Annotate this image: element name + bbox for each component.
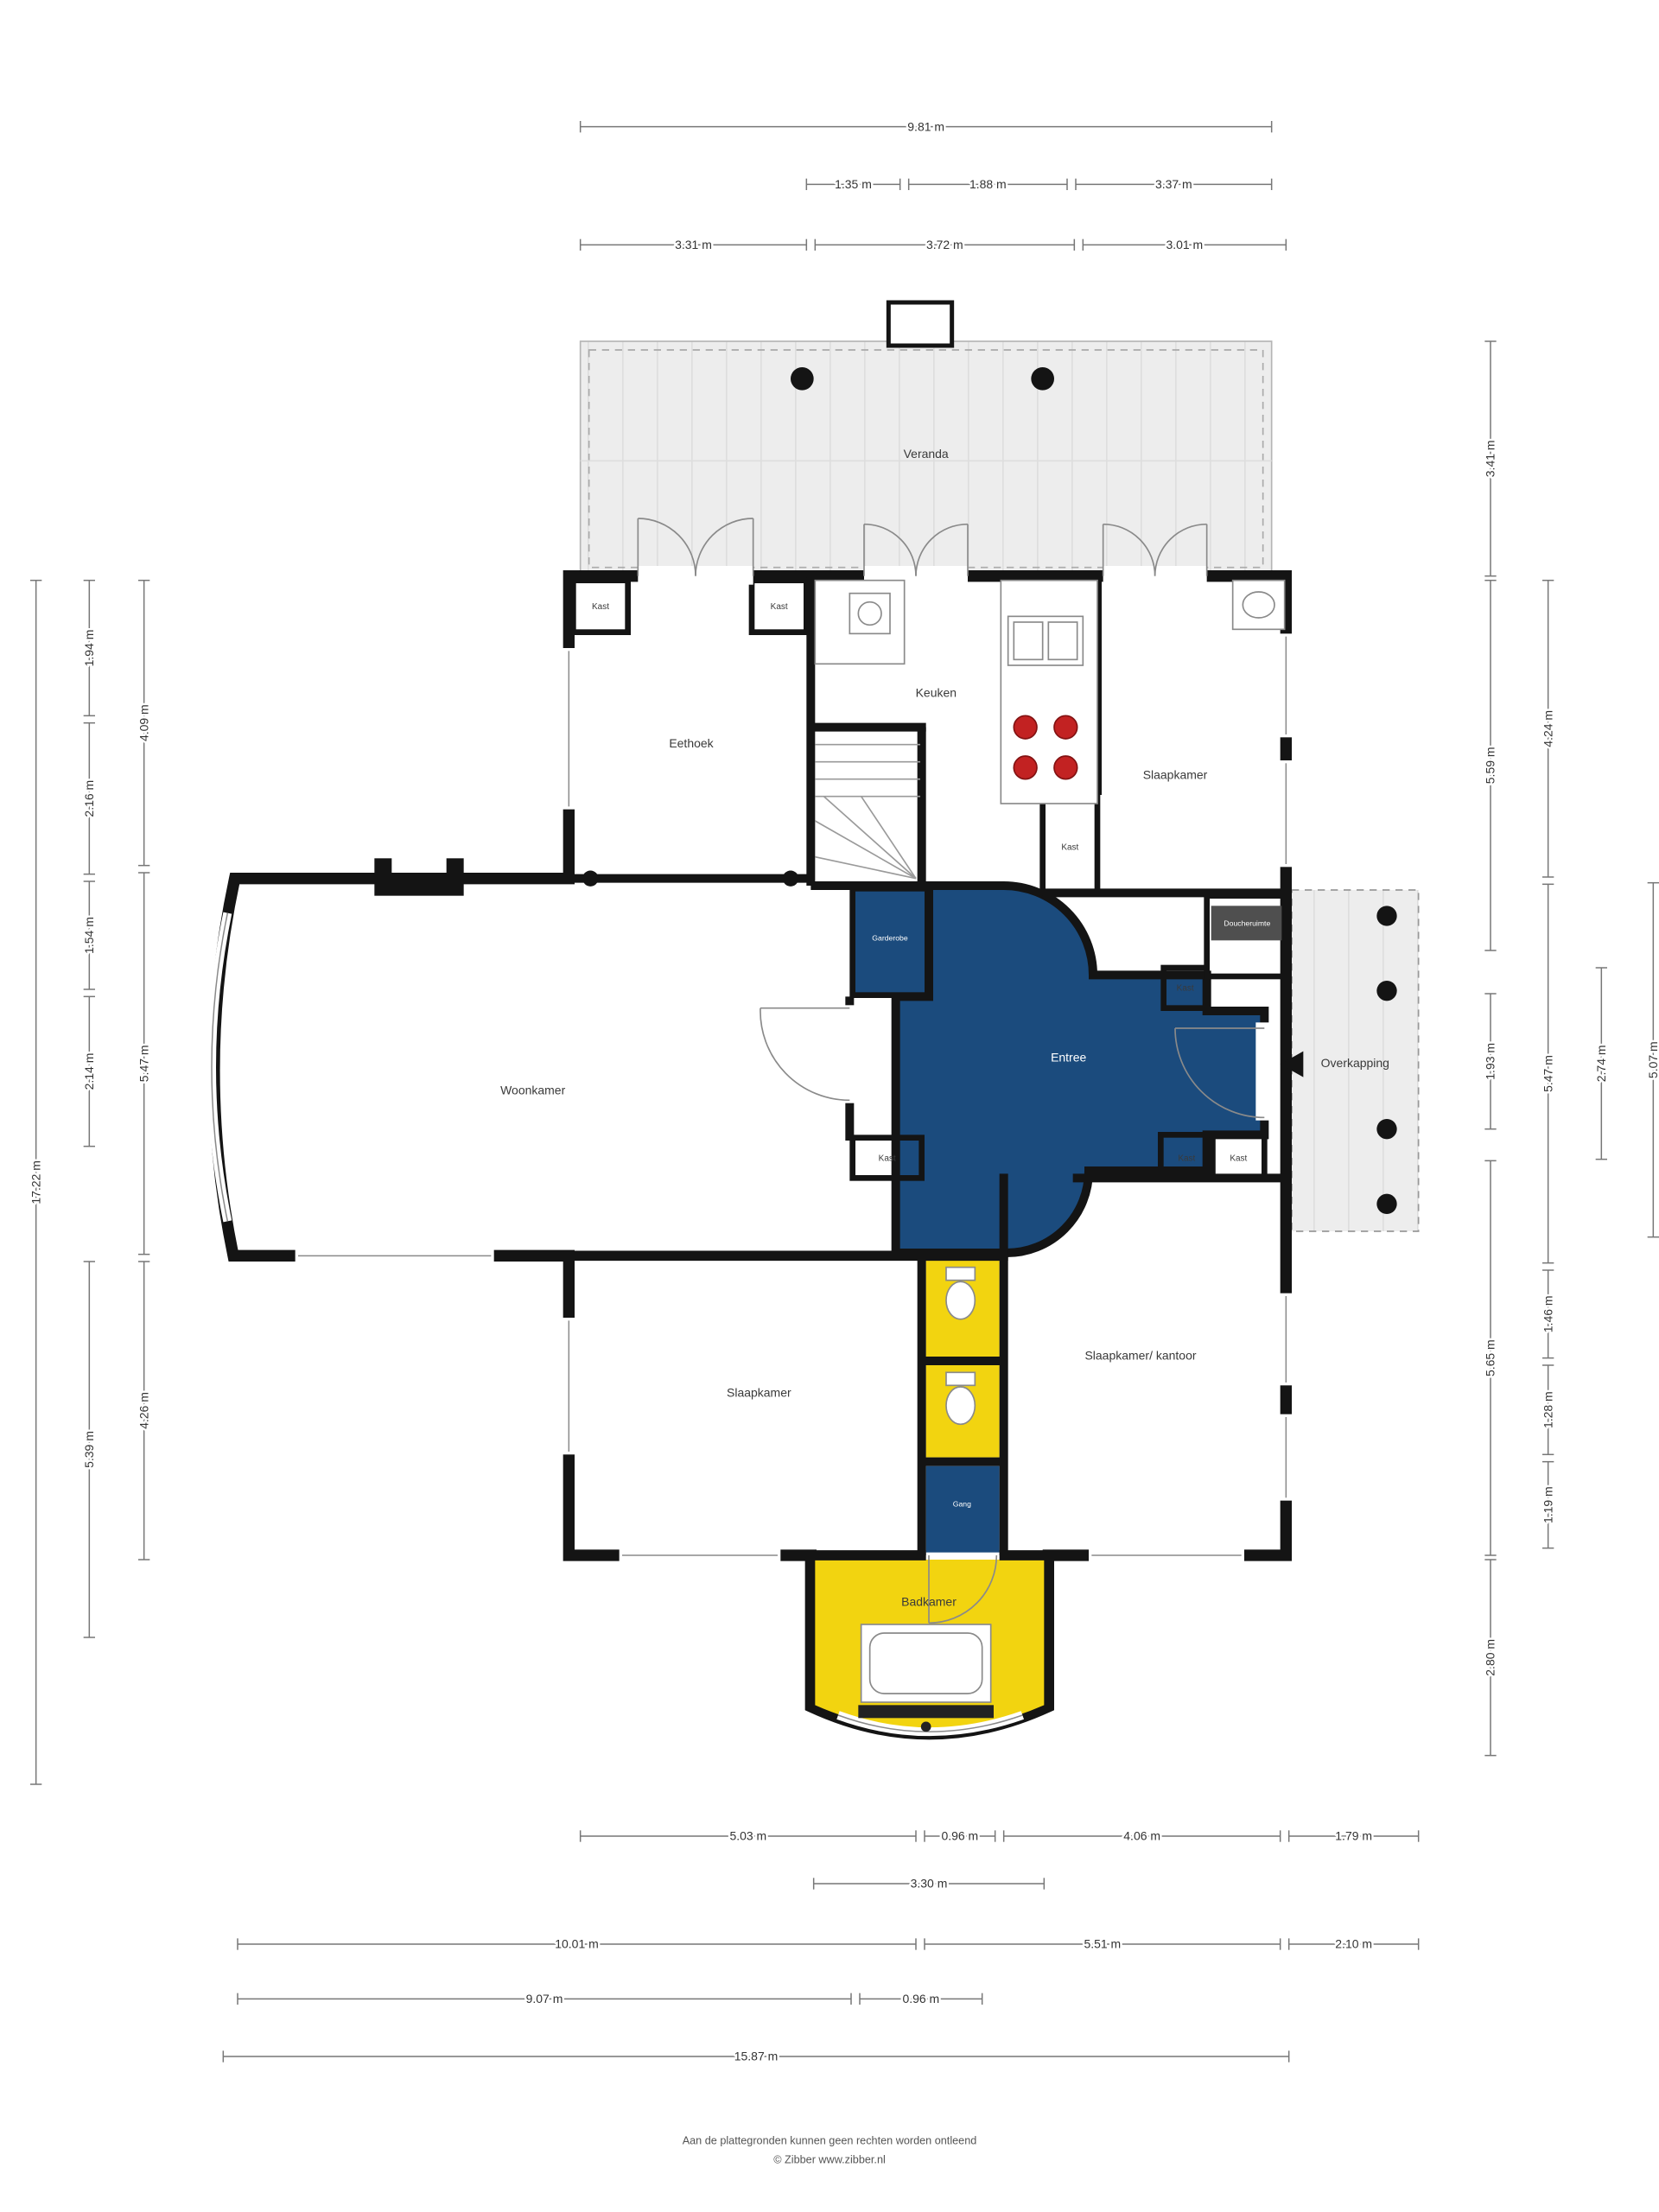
dim-label: 4.06 m	[1123, 1829, 1160, 1843]
dim-label: 2.80 m	[1484, 1639, 1497, 1676]
stove-burner	[1013, 715, 1038, 740]
veranda-floor	[579, 340, 1273, 577]
dim-label: 1.88 m	[969, 177, 1007, 191]
overkapping-floor	[1291, 889, 1420, 1232]
room-label-kast: Kast	[879, 1154, 896, 1163]
room-label-slaapkamer-kantoor: Slaapkamer/ kantoor	[1084, 1348, 1196, 1362]
doors	[637, 518, 1304, 1624]
shower-base	[1211, 906, 1282, 941]
room-label-kast: Kast	[1061, 842, 1078, 852]
overkapping-area: Overkapping	[1291, 889, 1420, 1232]
dim-label: 5.65 m	[1484, 1339, 1497, 1376]
wall-post	[582, 870, 599, 887]
overkapping-post	[1376, 1193, 1397, 1214]
room-garderobe	[849, 886, 931, 998]
dim-label: 1.94 m	[82, 630, 96, 667]
overkapping-post	[1376, 981, 1397, 1001]
dim-label: 5.03 m	[729, 1829, 766, 1843]
dim-label: 1.19 m	[1541, 1486, 1554, 1523]
dim-label: 3.37 m	[1155, 177, 1192, 191]
room-label-kast: Kast	[771, 602, 788, 612]
dim-label: 1.93 m	[1484, 1043, 1497, 1080]
footer-disclaimer: Aan de plattegronden kunnen geen rechten…	[683, 2135, 977, 2147]
room-labels: Kast Kast Eethoek Keuken Slaapkamer Kast…	[500, 602, 1270, 1608]
kast-box	[849, 1135, 925, 1181]
kitchen-fixtures	[814, 579, 1098, 804]
room-label-kast: Kast	[1177, 984, 1194, 994]
kast-box	[1160, 964, 1210, 1012]
dim-label: 3.01 m	[1166, 238, 1203, 251]
dim-label: 5.39 m	[82, 1431, 96, 1468]
dim-label: 10.01 m	[555, 1937, 599, 1951]
dim-label: 5.47 m	[137, 1045, 150, 1082]
entrance-arrow	[1280, 1051, 1304, 1077]
veranda-post	[1031, 367, 1054, 391]
room-label-keuken: Keuken	[916, 686, 957, 700]
dim-label: 1.79 m	[1335, 1829, 1372, 1843]
overkapping-post	[1376, 1119, 1397, 1140]
room-label-kast: Kast	[1230, 1154, 1247, 1163]
dim-label: 1.28 m	[1541, 1391, 1554, 1428]
room-label-kast: Kast	[1178, 1154, 1195, 1163]
dim-label: 1.35 m	[835, 177, 872, 191]
dimension-layer: 9.81 m 1.35 m 1.88 m 3.37 m 3.31 m 3.72 m 3.01…	[27, 118, 1659, 2065]
wall-post	[782, 870, 799, 887]
room-label-badkamer: Badkamer	[901, 1594, 957, 1608]
room-label-eethoek: Eethoek	[669, 736, 714, 750]
bathtub-icon	[858, 1624, 994, 1732]
dim-label: 5.51 m	[1084, 1937, 1121, 1951]
veranda-area: Veranda	[579, 300, 1273, 577]
room-label-doucheruimte: Doucheruimte	[1224, 919, 1270, 928]
bedroom-sink	[1231, 579, 1286, 631]
room-label-kast: Kast	[592, 602, 609, 612]
fireplace-slot	[391, 855, 447, 873]
dim-label: 3.30 m	[911, 1877, 948, 1891]
dim-label: 4.24 m	[1541, 710, 1554, 747]
stairs	[814, 743, 920, 880]
veranda-dashed-outline	[588, 349, 1264, 569]
dim-label: 4.26 m	[137, 1392, 150, 1429]
dim-label: 15.87 m	[734, 2050, 779, 2063]
dim-label: 2.74 m	[1594, 1045, 1608, 1082]
dim-label: 2.16 m	[82, 780, 96, 817]
dim-label: 2.10 m	[1335, 1937, 1372, 1951]
room-label-woonkamer: Woonkamer	[500, 1084, 565, 1097]
room-label-gang: Gang	[953, 1499, 971, 1508]
dim-label: 5.47 m	[1541, 1055, 1554, 1092]
room-label-slaapkamer: Slaapkamer	[727, 1386, 791, 1400]
stove-burner	[1053, 755, 1078, 780]
veranda-post	[791, 367, 814, 391]
stove-burner	[1013, 755, 1038, 780]
overkapping-post	[1376, 906, 1397, 926]
windows	[207, 633, 1294, 1737]
stove-burner	[1053, 715, 1078, 740]
toilet-icon	[945, 1371, 976, 1426]
kast-box	[570, 577, 631, 636]
dim-label: 4.09 m	[137, 704, 150, 741]
dim-label: 2.14 m	[82, 1053, 96, 1090]
dim-label: 3.72 m	[926, 238, 963, 251]
room-gang	[925, 1465, 1000, 1553]
dim-label: 9.07 m	[526, 1992, 563, 2005]
dim-label: 3.31 m	[675, 238, 712, 251]
room-label-garderobe: Garderobe	[872, 933, 908, 942]
footer-credit: © Zibber www.zibber.nl	[773, 2153, 886, 2165]
dim-label: 17.22 m	[29, 1160, 42, 1205]
dim-label: 3.41 m	[1484, 440, 1497, 477]
dim-label: 1.46 m	[1541, 1295, 1554, 1332]
room-label-entree: Entree	[1051, 1050, 1086, 1064]
chimney	[886, 300, 955, 348]
room-label-veranda: Veranda	[904, 447, 949, 461]
dim-label: 1.54 m	[82, 917, 96, 954]
room-label-slaapkamer: Slaapkamer	[1143, 768, 1208, 782]
toilet-icon	[945, 1266, 976, 1320]
dim-label: 0.96 m	[902, 1992, 939, 2005]
dim-label: 5.59 m	[1484, 747, 1497, 784]
dim-label: 5.07 m	[1646, 1041, 1659, 1078]
room-label-overkapping: Overkapping	[1321, 1056, 1389, 1070]
dim-label: 9.81 m	[907, 119, 944, 133]
dim-label: 0.96 m	[941, 1829, 978, 1843]
